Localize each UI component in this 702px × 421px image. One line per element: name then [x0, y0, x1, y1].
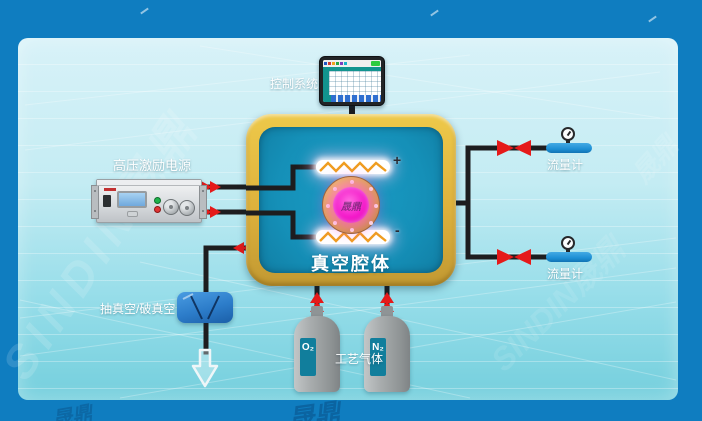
vacuum-chamber-label: 真空腔体 — [311, 254, 391, 274]
bottle-neck — [381, 306, 393, 318]
screen-sidebar — [323, 71, 329, 95]
gauge-stem — [566, 139, 570, 143]
flow-meter-top-label: 流量计 — [547, 158, 584, 172]
rack-ear — [199, 185, 207, 219]
plasma-glow: 晟鼎 — [333, 187, 369, 223]
viewport-watermark: 晟鼎 — [341, 201, 361, 213]
control-system-monitor — [319, 56, 385, 106]
vacuum-chamber: + - 晟鼎 真空腔体 — [246, 114, 456, 286]
psu-button — [127, 211, 138, 217]
electrode-cables — [246, 164, 316, 240]
vacuum-pump-valve — [177, 292, 233, 323]
brand-mark — [104, 188, 116, 191]
positive-terminal — [154, 197, 161, 204]
process-gas-label: 工艺气体 — [335, 352, 384, 366]
negative-terminal — [154, 206, 161, 213]
psu-display — [117, 191, 147, 208]
gauge-stem — [566, 248, 570, 252]
power-switch — [103, 195, 111, 207]
output-connector — [179, 200, 195, 216]
hv-power-supply — [91, 179, 207, 223]
screen-button-row — [323, 95, 381, 102]
frame-tick-mark — [430, 9, 439, 17]
flow-meter-top — [546, 143, 592, 153]
frame-tick-mark — [648, 15, 657, 23]
anode-sign: + — [393, 152, 402, 168]
screen-data-grid — [329, 71, 381, 95]
screen-toolbar — [323, 60, 381, 67]
watermark-bottom-left: 晟鼎 — [50, 402, 95, 421]
psu-lid — [97, 180, 201, 186]
flow-meter-bottom — [546, 252, 592, 262]
bottom-electrode — [316, 230, 390, 244]
vacuum-pump-label: 抽真空/破真空 — [100, 302, 176, 316]
chamber-viewport: 晟鼎 — [322, 176, 380, 234]
flow-meter-bottom-label: 流量计 — [547, 267, 584, 281]
cathode-sign: - — [395, 222, 400, 238]
frame-tick-mark — [140, 7, 149, 15]
output-connector — [163, 199, 179, 215]
control-system-label: 控制系统 — [270, 77, 319, 91]
screen-start-button — [371, 61, 380, 66]
bottle-neck — [311, 306, 323, 318]
screen-header-bar — [323, 67, 381, 71]
monitor-screen — [323, 60, 381, 102]
top-electrode — [316, 160, 390, 174]
oxygen-tag: O₂ — [300, 338, 316, 376]
rack-ear — [91, 185, 99, 219]
nitrogen-tag: N₂ — [370, 338, 386, 376]
hv-power-label: 高压激励电源 — [113, 158, 192, 173]
